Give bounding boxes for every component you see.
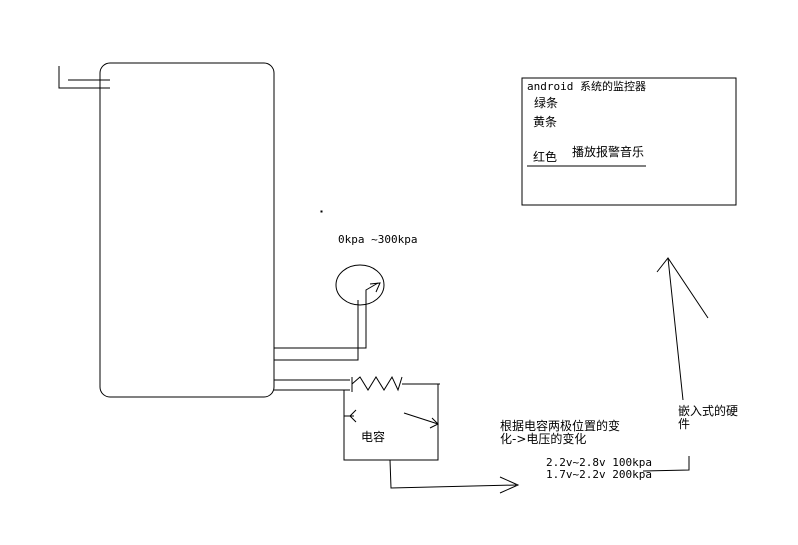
red-label: 红色: [533, 150, 558, 164]
stray-dot: [320, 210, 323, 213]
voltage-line-1: 2.2v~2.8v 100kpa: [546, 456, 652, 469]
gauge-arrowhead: [369, 282, 381, 293]
hardware-line: [642, 456, 690, 472]
signal-arrow: [389, 459, 517, 489]
capacitor-label: 电容: [361, 430, 386, 444]
signal-arrowhead: [499, 476, 520, 494]
principle-line-2: 化->电压的变化: [500, 432, 587, 446]
monitor-box: [521, 77, 737, 206]
spring: [351, 375, 403, 392]
wire-3-to-gauge: [355, 282, 379, 349]
capacitor-box: [343, 384, 439, 461]
device-body: [99, 62, 275, 398]
corner-bracket: [58, 66, 110, 89]
hardware-up-line: [667, 257, 684, 401]
principle-line-1: 根据电容两极位置的变: [500, 419, 621, 433]
embedded-line-1: 嵌入式的硬: [678, 404, 739, 418]
capacitor-plate-right: [403, 412, 439, 425]
hardware-arrowhead: [656, 257, 709, 319]
embedded-line-2: 件: [678, 417, 691, 431]
alarm-label: 播放报警音乐: [572, 145, 645, 159]
monitor-title: android 系统的监控器: [527, 80, 646, 93]
voltage-line-2: 1.7v~2.2v 200kpa: [546, 468, 652, 481]
pressure-gauge: [335, 264, 385, 306]
green-bar-label: 绿条: [534, 96, 559, 110]
capacitor-arrow-right: [429, 417, 439, 429]
gauge-range-label: 0kpa ~300kpa: [338, 233, 418, 246]
yellow-bar-label: 黄条: [533, 115, 558, 129]
capacitor-arrow-left: [349, 409, 357, 423]
wire-2-to-gauge: [274, 300, 359, 361]
